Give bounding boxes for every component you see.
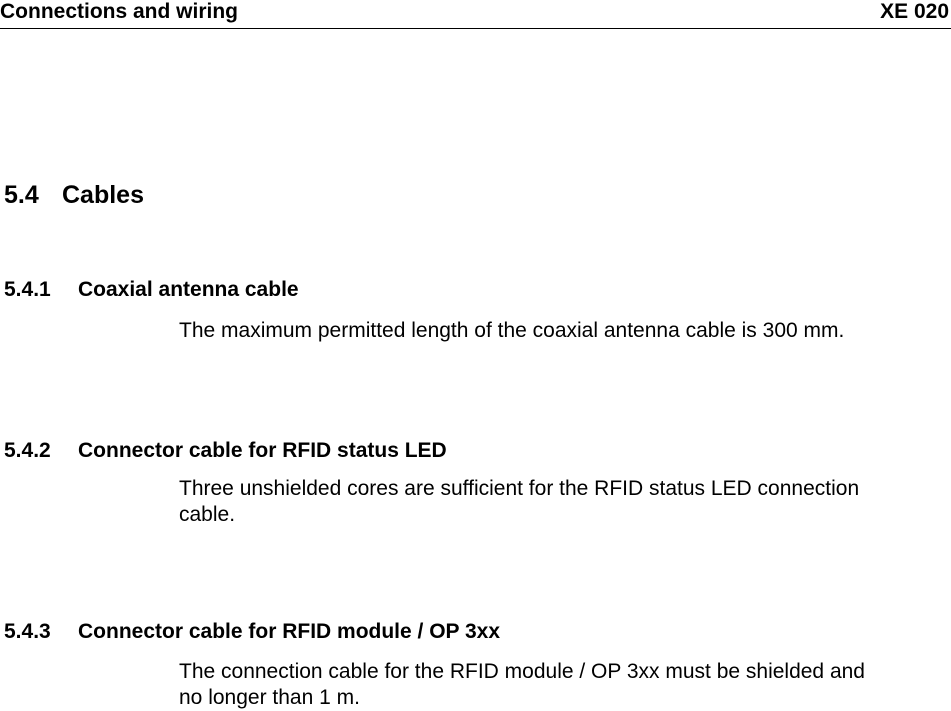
header-title: Connections and wiring	[0, 0, 239, 23]
section-title: Cables	[62, 181, 144, 209]
subsection-number: 5.4.3	[4, 620, 51, 643]
subsection-number: 5.4.1	[4, 278, 51, 301]
subsection-heading-5-4-1: 5.4.1 Coaxial antenna cable	[4, 277, 299, 303]
body-text-line: no longer than 1 m.	[179, 686, 360, 709]
subsection-heading-5-4-2: 5.4.2 Connector cable for RFID status LED	[4, 438, 447, 464]
section-heading: 5.4 Cables	[4, 180, 144, 210]
subsection-body-5-4-3: The connection cable for the RFID module…	[179, 659, 939, 711]
body-text: The maximum permitted length of the coax…	[179, 319, 845, 342]
subsection-body-5-4-2: Three unshielded cores are sufficient fo…	[179, 476, 939, 528]
body-text-line: cable.	[179, 503, 236, 526]
page-header: Connections and wiring XE 020	[0, 0, 951, 29]
subsection-body-5-4-1: The maximum permitted length of the coax…	[179, 318, 939, 344]
subsection-title: Coaxial antenna cable	[78, 278, 299, 301]
body-text-line: Three unshielded cores are sufficient fo…	[179, 477, 860, 500]
subsection-title: Connector cable for RFID status LED	[78, 439, 447, 462]
subsection-heading-5-4-3: 5.4.3 Connector cable for RFID module / O…	[4, 619, 500, 645]
body-text-line: The connection cable for the RFID module…	[179, 660, 865, 683]
header-doc-id: XE 020	[880, 0, 949, 23]
subsection-title: Connector cable for RFID module / OP 3xx	[78, 620, 501, 643]
section-number: 5.4	[4, 181, 39, 209]
subsection-number: 5.4.2	[4, 439, 51, 462]
